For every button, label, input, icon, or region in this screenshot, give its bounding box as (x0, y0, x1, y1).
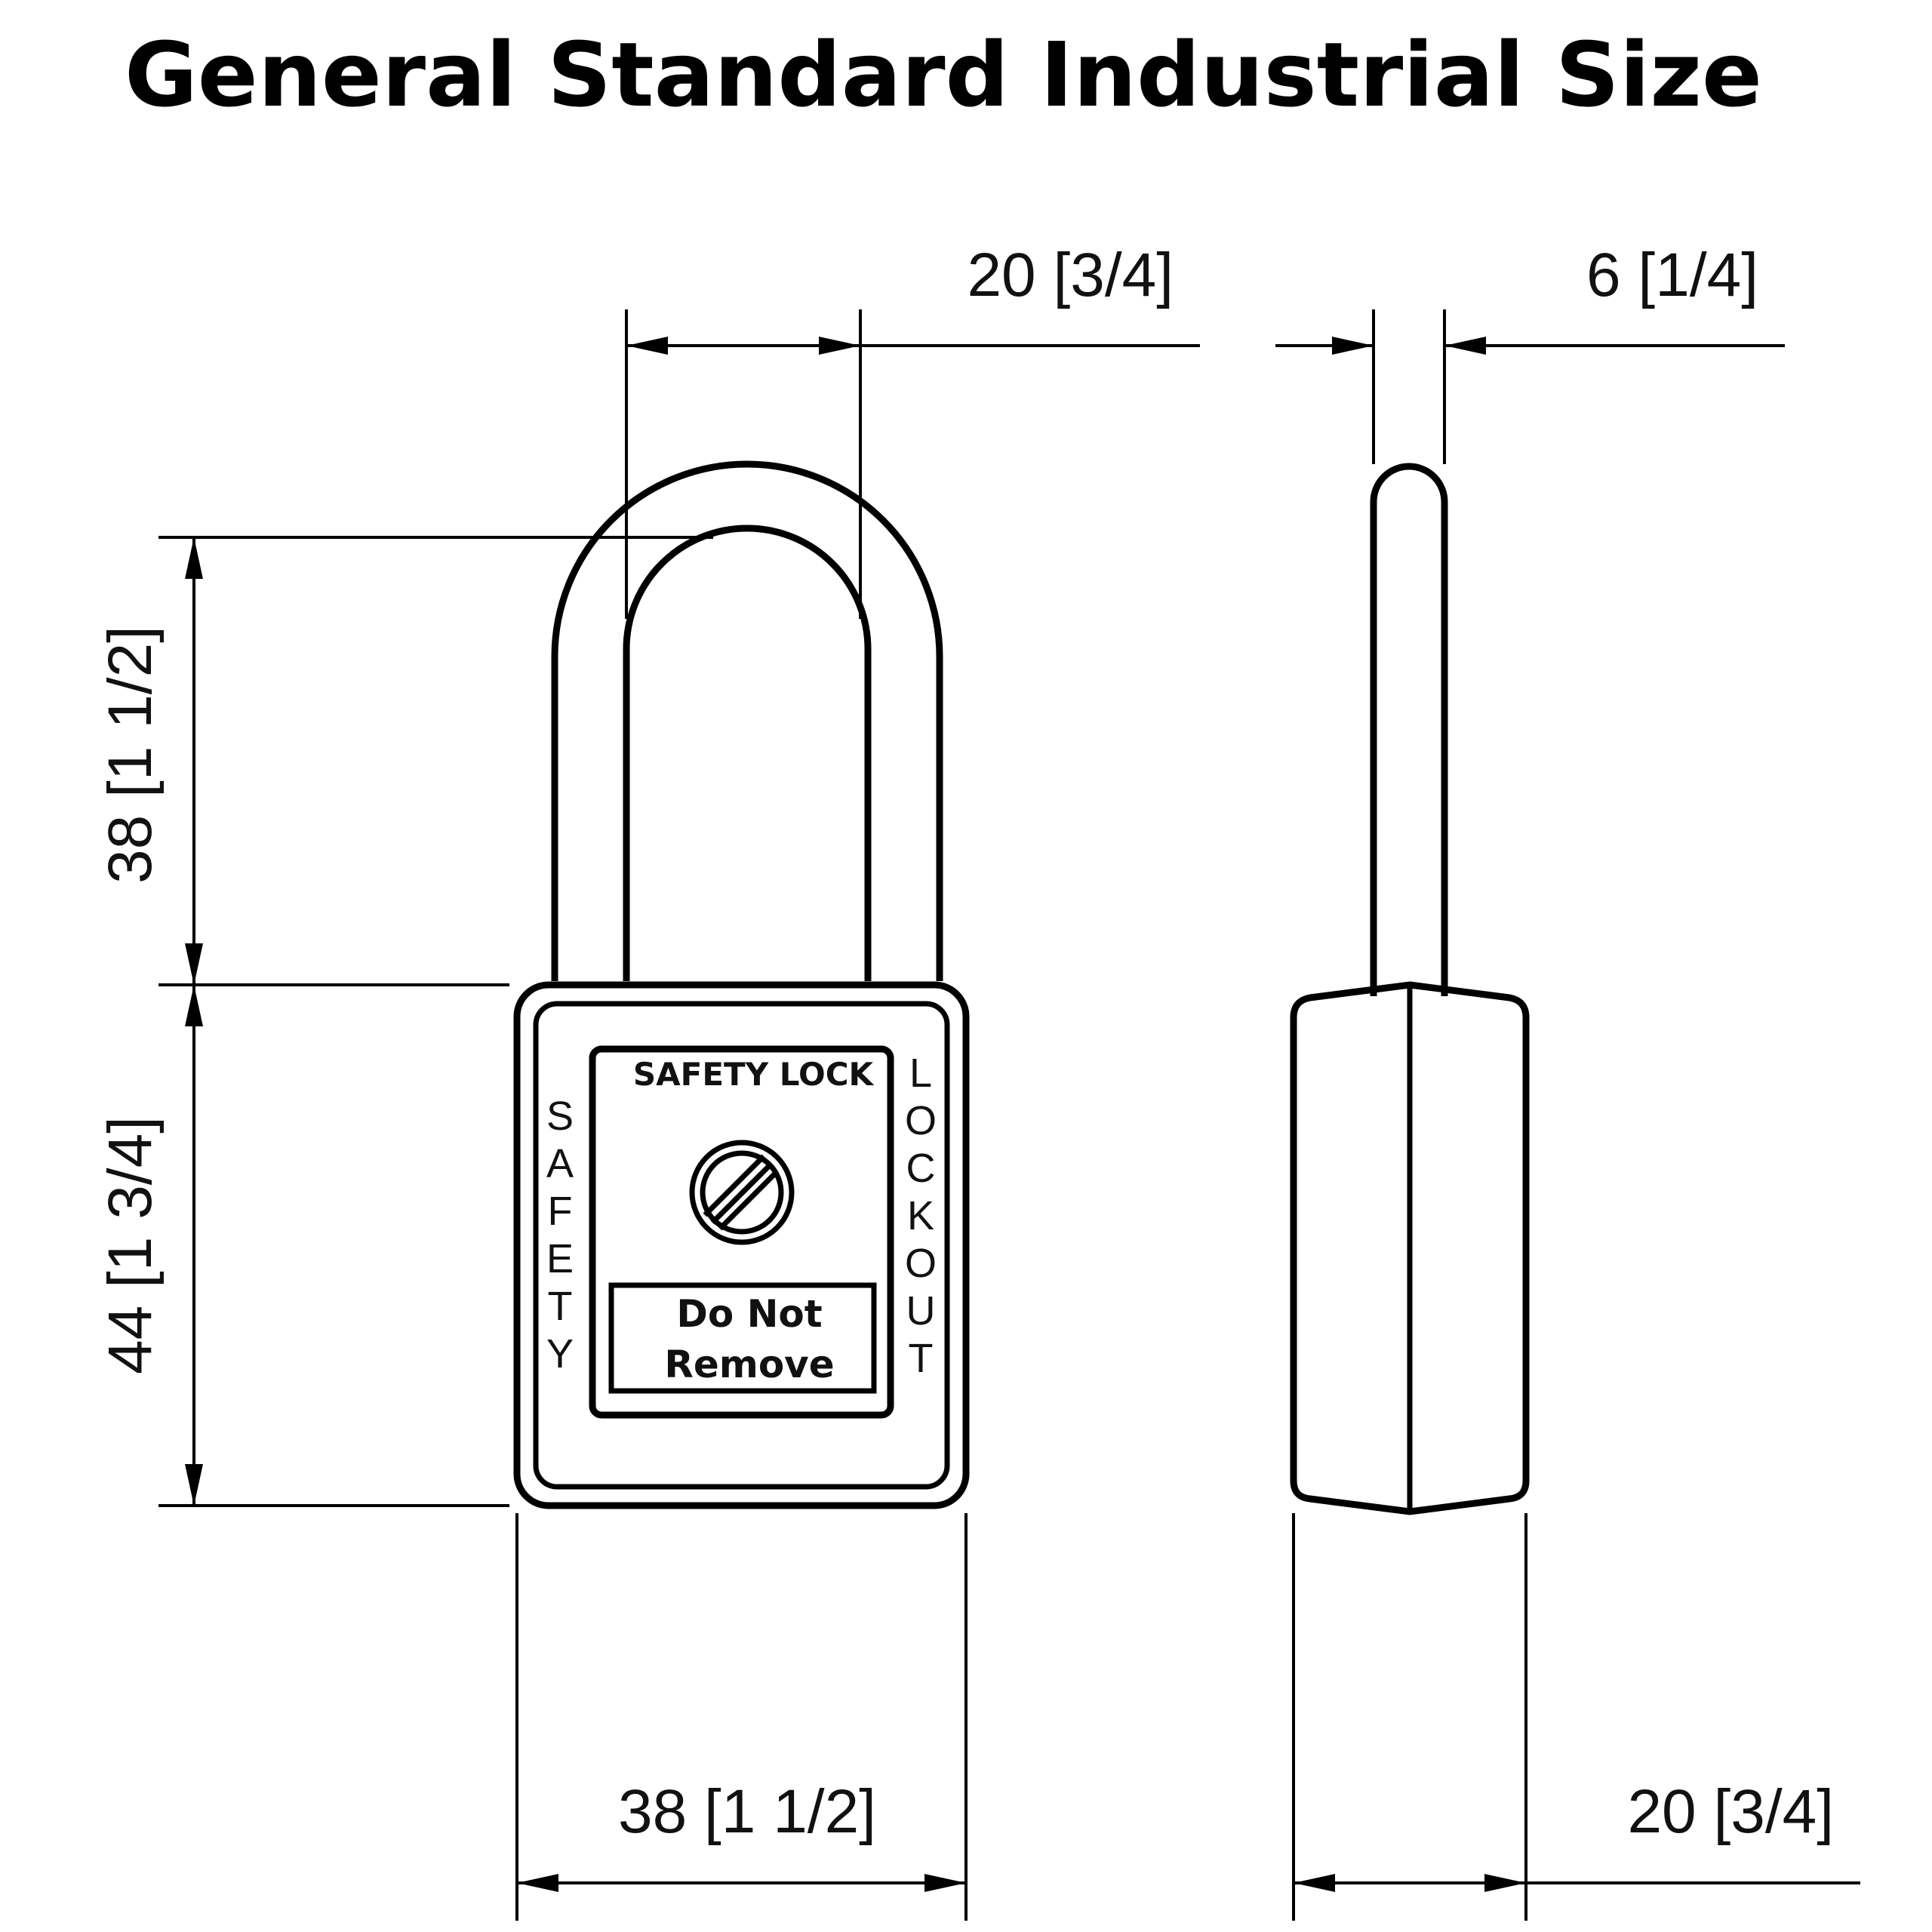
vertical-letter: K (907, 1193, 934, 1238)
tag-line-2: Remove (664, 1343, 834, 1386)
vertical-letter: O (905, 1098, 937, 1143)
label-heading: SAFETY LOCK (633, 1056, 875, 1093)
arrowhead (1444, 337, 1486, 355)
vertical-letter: C (906, 1146, 936, 1191)
diagram-title: General Standard Industrial Size (125, 23, 1762, 127)
vertical-letter: S (546, 1094, 574, 1139)
arrowhead (517, 1874, 558, 1892)
label-plate (589, 1045, 894, 1419)
side-view (1290, 463, 1530, 1515)
shackle-side (1370, 463, 1448, 996)
do-not-remove-tag (608, 1282, 877, 1394)
safety-vertical-text: SAFETY (546, 1094, 574, 1377)
arrowhead (626, 337, 668, 355)
vertical-letter: F (548, 1189, 573, 1234)
vertical-letter: E (546, 1236, 574, 1281)
arrowhead (1332, 337, 1374, 355)
vertical-letter: A (546, 1141, 574, 1186)
tag-line-1: Do Not (676, 1292, 822, 1336)
prohibition-icon (689, 1140, 795, 1245)
arrowhead (924, 1874, 966, 1892)
shackle-outer (551, 460, 943, 981)
vertical-letter: L (909, 1051, 932, 1096)
lock-body-inner (533, 1001, 950, 1490)
lock-body-outer (513, 981, 970, 1509)
body-height-label: 44 [1 3/4] (96, 1116, 165, 1374)
arrowhead (185, 943, 203, 985)
vertical-letter: Y (546, 1331, 574, 1377)
shackle-inner (623, 525, 872, 981)
vertical-letter: U (906, 1288, 936, 1334)
body-depth-label: 20 [3/4] (1627, 1777, 1834, 1846)
arrowhead (1294, 1874, 1335, 1892)
arrowhead (819, 337, 860, 355)
arrowhead (185, 1464, 203, 1506)
shackle-thickness-label: 6 [1/4] (1586, 241, 1758, 309)
shackle-width-label: 20 [3/4] (967, 241, 1174, 309)
arrowhead (185, 985, 203, 1026)
vertical-letter: O (905, 1241, 937, 1286)
shackle-height-label: 38 [1 1/2] (96, 626, 165, 884)
body-width-label: 38 [1 1/2] (618, 1777, 876, 1846)
arrowhead (185, 537, 203, 579)
side-dimensions: 6 [1/4] 20 [3/4] (1275, 241, 1860, 1921)
vertical-letter: T (909, 1336, 934, 1381)
front-dimensions: 20 [3/4] 38 [1 1/2] 44 [1 3/4] 38 [1 1/2… (96, 241, 1200, 1921)
vertical-letter: T (548, 1284, 573, 1329)
arrowhead (1484, 1874, 1526, 1892)
